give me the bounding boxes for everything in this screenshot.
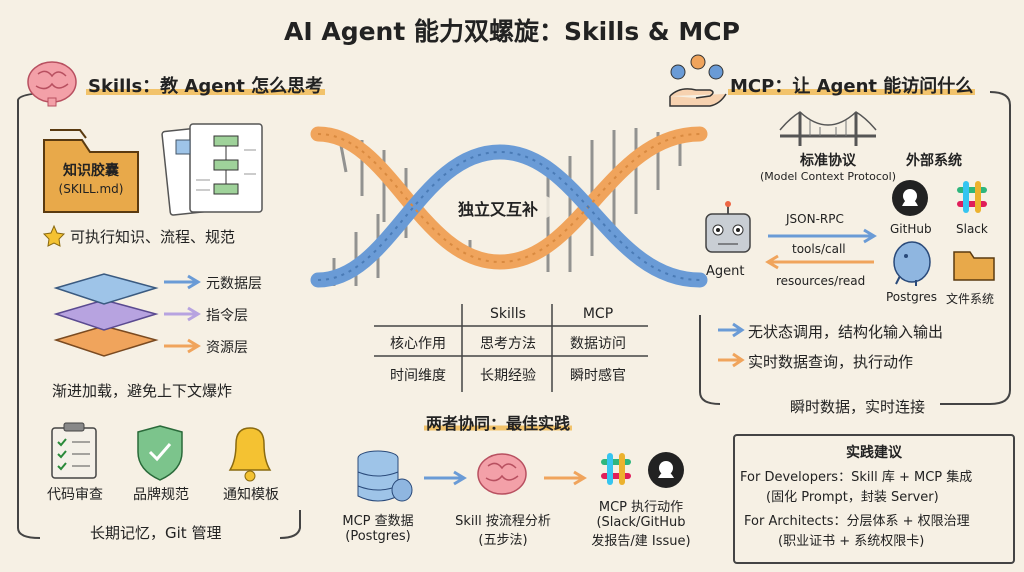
arrow-icon	[718, 352, 745, 368]
collab-step-analyze: Skill 按流程分析(五步法)	[455, 514, 551, 548]
folder-sublabel: (SKILL.md)	[58, 182, 124, 196]
mcp-bullet: 实时数据查询，执行动作	[748, 353, 914, 371]
gears-hand-icon	[669, 54, 727, 107]
layer-instruction-label: 指令层	[206, 308, 248, 324]
brain-icon	[27, 61, 77, 107]
dna-helix	[310, 126, 708, 288]
folder-label: 知识胶囊	[63, 163, 119, 179]
system-slack-label: Slack	[956, 222, 988, 236]
resources-read-label: resources/read	[776, 274, 866, 288]
skills-frame-right	[279, 510, 301, 539]
star-icon	[42, 224, 66, 247]
arrow-icon	[544, 470, 587, 486]
arrow-icon	[164, 306, 201, 322]
bridge-icon	[779, 111, 877, 146]
mcp-frame-left	[699, 315, 721, 405]
system-github-label: GitHub	[890, 222, 932, 236]
example-brand-guide: 品牌规范	[133, 487, 189, 503]
github-icon	[648, 452, 684, 488]
collab-title: 两者协同：最佳实践	[424, 414, 573, 433]
table-row-label: 时间维度	[390, 368, 446, 384]
protocol-label: 标准协议	[800, 153, 856, 169]
table-cell: 数据访问	[570, 336, 626, 352]
advice-line: (固化 Prompt，封装 Server)	[766, 490, 939, 505]
database-icon	[357, 450, 413, 502]
advice-title: 实践建议	[846, 445, 902, 461]
arrow-icon	[765, 254, 874, 270]
system-postgres-label: Postgres	[886, 290, 938, 304]
folder-icon	[43, 129, 139, 213]
layers-icon	[53, 273, 159, 357]
shield-icon	[137, 425, 183, 481]
documents-icon	[161, 123, 263, 216]
arrow-icon	[424, 470, 467, 486]
tools-call-label: tools/call	[792, 242, 846, 256]
arrow-icon	[718, 322, 745, 338]
mcp-title: MCP：让 Agent 能访问什么	[728, 76, 976, 97]
helix-label: 独立又互补	[458, 200, 539, 219]
table-cell: 长期经验	[480, 368, 536, 384]
arrow-icon	[164, 274, 201, 290]
slack-icon	[957, 181, 987, 213]
external-systems-label: 外部系统	[906, 153, 962, 169]
robot-icon	[705, 201, 751, 253]
advice-line: For Architects：分层体系 + 权限治理	[744, 514, 970, 529]
table-header-mcp: MCP	[582, 306, 614, 322]
advice-box	[733, 434, 1015, 564]
table-cell: 思考方法	[480, 336, 536, 352]
mcp-bullet: 无状态调用，结构化输入输出	[748, 323, 944, 341]
collab-step-query: MCP 查数据(Postgres)	[342, 514, 414, 544]
advice-line: For Developers：Skill 库 + MCP 集成	[740, 470, 973, 485]
page-title: AI Agent 能力双螺旋：Skills & MCP	[284, 17, 740, 46]
table-row-label: 核心作用	[390, 336, 446, 352]
skills-footer: 长期记忆，Git 管理	[86, 522, 226, 543]
example-code-review: 代码审查	[47, 487, 103, 503]
clipboard-icon	[51, 422, 97, 479]
file-folder-icon	[953, 251, 995, 281]
agent-label: Agent	[706, 264, 745, 279]
arrow-icon	[164, 338, 201, 354]
github-icon	[892, 180, 928, 216]
jsonrpc-label: JSON-RPC	[786, 212, 844, 226]
layer-resource-label: 资源层	[206, 340, 248, 356]
mcp-frame-right	[940, 91, 1011, 405]
brain-icon	[477, 453, 527, 495]
example-notify-template: 通知模板	[223, 487, 279, 503]
table-header-skills: Skills	[490, 306, 526, 322]
bell-icon	[228, 427, 272, 482]
postgres-icon	[893, 241, 931, 286]
arrow-icon	[768, 228, 877, 244]
protocol-sublabel: (Model Context Protocol)	[759, 170, 897, 183]
mcp-footer: 瞬时数据，实时连接	[786, 396, 930, 417]
skills-title: Skills：教 Agent 怎么思考	[86, 76, 326, 97]
system-filesystem-label: 文件系统	[946, 292, 995, 306]
skills-description: 可执行知识、流程、规范	[70, 228, 236, 246]
slack-icon	[601, 453, 631, 485]
comparison-table-lines	[374, 304, 648, 392]
layer-metadata-label: 元数据层	[206, 276, 262, 292]
advice-line: (职业证书 + 系统权限卡)	[778, 534, 925, 549]
progressive-load-note: 渐进加载，避免上下文爆炸	[52, 382, 233, 400]
table-cell: 瞬时感官	[570, 368, 626, 384]
